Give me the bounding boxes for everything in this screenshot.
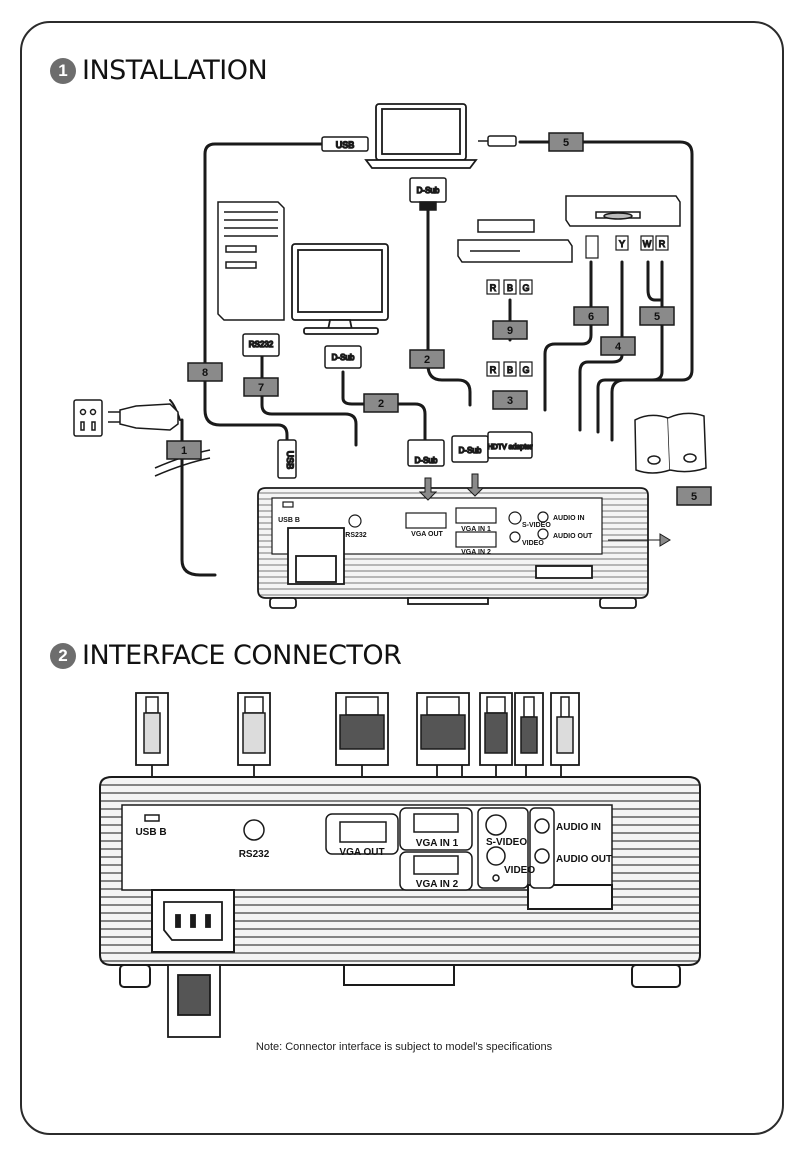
section-number-badge: 1 bbox=[50, 57, 76, 84]
svg-text:AUDIO IN: AUDIO IN bbox=[556, 822, 601, 833]
laptop-icon bbox=[364, 103, 478, 169]
svg-text:S-VIDEO: S-VIDEO bbox=[486, 837, 527, 848]
rgb-plugs-bottom: R B G bbox=[486, 361, 533, 377]
svg-text:VIDEO: VIDEO bbox=[522, 540, 544, 547]
speakers-icon bbox=[634, 412, 707, 474]
interface-plug-drawings bbox=[143, 696, 574, 754]
cable-tag: 3 bbox=[492, 390, 528, 410]
svg-text:2: 2 bbox=[424, 354, 430, 366]
svg-text:G: G bbox=[522, 365, 529, 375]
projector-small-ports bbox=[282, 501, 549, 548]
svg-text:Y: Y bbox=[619, 239, 625, 249]
projector-small-port-labels: USB B RS232 VGA OUT VGA IN 1 VGA IN 2 S-… bbox=[278, 515, 593, 556]
dsub-connector-laptop: D-Sub bbox=[409, 177, 447, 211]
svg-text:B: B bbox=[507, 283, 513, 293]
svg-text:USB B: USB B bbox=[135, 827, 166, 838]
svg-text:3: 3 bbox=[507, 395, 513, 407]
monitor-icon bbox=[291, 243, 389, 335]
desktop-tower-icon bbox=[217, 201, 285, 321]
svg-text:VGA IN 2: VGA IN 2 bbox=[416, 879, 459, 890]
page-frame bbox=[20, 21, 784, 1135]
wall-outlet-icon bbox=[73, 399, 103, 437]
usb-connector-top: USB bbox=[321, 136, 369, 152]
cable-tag: 5 bbox=[548, 132, 584, 152]
svg-text:VGA OUT: VGA OUT bbox=[411, 531, 443, 538]
rgb-plugs-top: R B G bbox=[486, 279, 533, 295]
cable-tag: 1 bbox=[166, 440, 202, 460]
svg-text:D-Sub: D-Sub bbox=[459, 446, 482, 455]
section-installation-heading: 1 INSTALLATION bbox=[50, 55, 268, 86]
cable-tag: 8 bbox=[187, 362, 223, 382]
hdtv-adapter: HDTV adapter bbox=[487, 431, 534, 459]
projector-small-arrows bbox=[418, 473, 671, 547]
svg-text:8: 8 bbox=[202, 367, 208, 379]
cable-tag: 5 bbox=[676, 486, 712, 506]
svg-text:VGA IN 1: VGA IN 1 bbox=[416, 838, 459, 849]
svg-text:D-Sub: D-Sub bbox=[415, 456, 438, 465]
svg-text:RS232: RS232 bbox=[239, 849, 270, 860]
dsub-connector-monitor: D-Sub bbox=[324, 345, 362, 369]
svg-text:7: 7 bbox=[258, 382, 264, 394]
svg-text:USB B: USB B bbox=[278, 517, 300, 524]
svg-text:R: R bbox=[490, 283, 497, 293]
power-cord-thumbnail bbox=[167, 964, 221, 1038]
svg-text:D-Sub: D-Sub bbox=[332, 353, 355, 362]
svg-text:5: 5 bbox=[563, 137, 569, 149]
cable-tags: 1 2 2 3 4 5 5 5 6 7 8 9 bbox=[166, 132, 712, 506]
svg-text:2: 2 bbox=[378, 398, 384, 410]
footnote: Note: Connector interface is subject to … bbox=[255, 1041, 553, 1053]
svg-text:HDTV adapter: HDTV adapter bbox=[488, 444, 533, 451]
power-plug-icon bbox=[108, 403, 179, 431]
svg-text:5: 5 bbox=[654, 311, 660, 323]
svg-text:9: 9 bbox=[507, 325, 513, 337]
svg-text:5: 5 bbox=[691, 491, 697, 503]
svg-text:VGA OUT: VGA OUT bbox=[339, 847, 384, 858]
svg-text:D-Sub: D-Sub bbox=[417, 186, 440, 195]
svg-text:R: R bbox=[490, 365, 497, 375]
cable-tag: 9 bbox=[492, 320, 528, 340]
svg-text:AUDIO OUT: AUDIO OUT bbox=[556, 854, 612, 865]
section-title: INSTALLATION bbox=[82, 55, 268, 86]
svg-text:VGA IN 2: VGA IN 2 bbox=[461, 549, 491, 556]
svg-text:6: 6 bbox=[588, 311, 594, 323]
audio-jack-icon bbox=[478, 135, 517, 147]
section-title: INTERFACE CONNECTOR bbox=[82, 640, 402, 671]
svg-text:4: 4 bbox=[615, 341, 622, 353]
cable-tag: 5 bbox=[639, 306, 675, 326]
vcr-icon bbox=[457, 219, 573, 263]
dsub-connector-vga-in: D-Sub bbox=[451, 435, 489, 463]
svg-text:AUDIO OUT: AUDIO OUT bbox=[553, 533, 593, 540]
section-interface-heading: 2 INTERFACE CONNECTOR bbox=[50, 640, 402, 671]
svg-text:1: 1 bbox=[181, 445, 187, 457]
cable-tag: 6 bbox=[573, 306, 609, 326]
svg-text:S-VIDEO: S-VIDEO bbox=[522, 522, 551, 529]
rs232-connector: RS232 bbox=[242, 333, 280, 357]
svg-text:USB: USB bbox=[336, 140, 355, 150]
svg-text:R: R bbox=[659, 239, 666, 249]
projector-small bbox=[257, 487, 649, 609]
power-socket-icon bbox=[163, 901, 223, 941]
dsub-connector-vga-out: D-Sub bbox=[407, 439, 445, 467]
svg-text:VIDEO: VIDEO bbox=[504, 865, 535, 876]
section-number-badge: 2 bbox=[50, 642, 76, 669]
cable-tag: 7 bbox=[243, 377, 279, 397]
cable-tag: 4 bbox=[600, 336, 636, 356]
svg-text:W: W bbox=[643, 239, 652, 249]
projector-large-port-labels: USB B RS232 VGA OUT VGA IN 1 VGA IN 2 S-… bbox=[135, 822, 612, 890]
svg-text:RS232: RS232 bbox=[345, 532, 367, 539]
svg-text:G: G bbox=[522, 283, 529, 293]
svg-text:VGA IN 1: VGA IN 1 bbox=[461, 526, 491, 533]
dvd-player-icon bbox=[565, 195, 681, 227]
usb-connector-bottom: USB bbox=[277, 439, 297, 479]
svg-text:AUDIO IN: AUDIO IN bbox=[553, 515, 585, 522]
svg-text:USB: USB bbox=[285, 451, 295, 470]
projector-large-ports bbox=[144, 807, 555, 891]
cable-tag: 2 bbox=[363, 393, 399, 413]
av-plugs: Y W R bbox=[585, 235, 669, 259]
cable-tag: 2 bbox=[409, 349, 445, 369]
svg-text:RS232: RS232 bbox=[249, 340, 274, 349]
svg-text:B: B bbox=[507, 365, 513, 375]
